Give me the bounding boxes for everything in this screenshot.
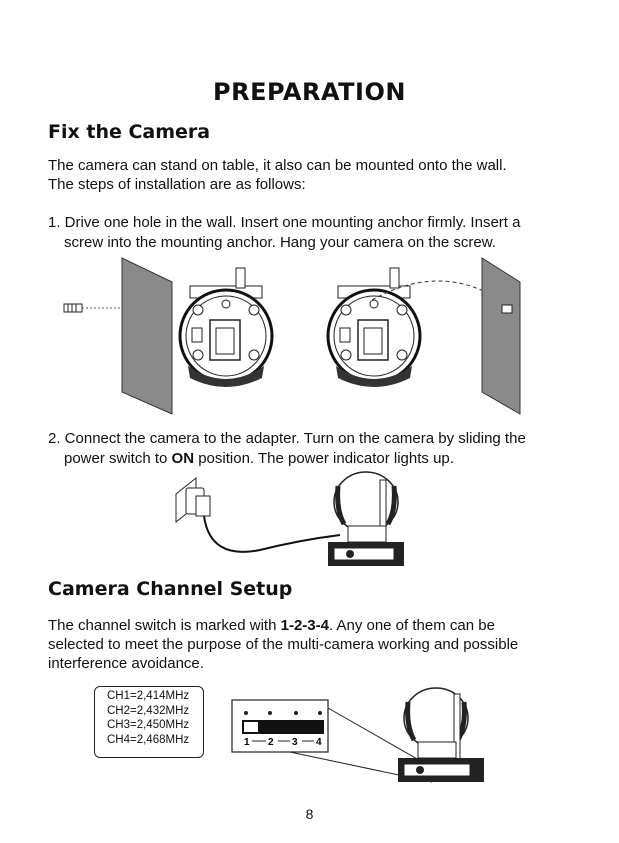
channel-2-frequency: CH2=2,432MHz <box>107 704 190 717</box>
power-cable <box>203 515 341 553</box>
channel-1-frequency: CH1=2,414MHz <box>107 690 190 702</box>
channel-line: selected to meet the purpose of the mult… <box>48 636 519 653</box>
section-title-fix-camera: Fix the Camera <box>48 121 211 143</box>
wall-left <box>121 257 173 415</box>
step-2: 2. Connect the camera to the adapter. Tu… <box>48 429 593 469</box>
channel-line: interference avoidance. <box>48 655 204 672</box>
step-1-line-1: 1. Drive one hole in the wall. Insert on… <box>48 214 521 231</box>
page-number: 8 <box>305 806 314 822</box>
channel-switch <box>242 720 324 734</box>
camera-front-2 <box>398 687 484 782</box>
screw-icon <box>501 304 513 314</box>
switch-number: 1 <box>244 737 250 748</box>
screw-icon <box>63 303 122 313</box>
switch-number: 3 <box>292 737 298 748</box>
switch-number: 4 <box>316 737 322 748</box>
intro-line: The camera can stand on table, it also c… <box>48 157 507 174</box>
step-1: 1. Drive one hole in the wall. Insert on… <box>48 213 593 253</box>
intro-line: The steps of installation are as follows… <box>48 176 306 193</box>
page-title: PREPARATION <box>213 78 406 106</box>
step-1-line-2: screw into the mounting anchor. Hang you… <box>64 234 496 251</box>
step-2-line-1: 2. Connect the camera to the adapter. Tu… <box>48 430 526 447</box>
camera-back-2 <box>326 267 422 387</box>
switch-number: 2 <box>268 737 274 748</box>
channel-3-frequency: CH3=2,450MHz <box>107 719 190 731</box>
intro-paragraph: The camera can stand on table, it also c… <box>48 156 588 194</box>
switch-slider <box>244 722 258 732</box>
step-2-line-2: power switch to ON position. The power i… <box>64 450 454 467</box>
channel-4-frequency: CH4=2,468MHz <box>107 733 190 746</box>
wall-right <box>481 257 521 415</box>
camera-front-1 <box>328 471 404 566</box>
camera-back-1 <box>178 267 274 387</box>
channel-paragraph: The channel switch is marked with 1-2-3-… <box>48 616 588 673</box>
section-title-channel-setup: Camera Channel Setup <box>48 578 293 600</box>
outlet-icon <box>175 476 211 524</box>
channel-frequency-box: CH1=2,414MHz CH2=2,432MHz CH3=2,450MHz C… <box>94 686 204 758</box>
channel-line: The channel switch is marked with 1-2-3-… <box>48 617 495 634</box>
